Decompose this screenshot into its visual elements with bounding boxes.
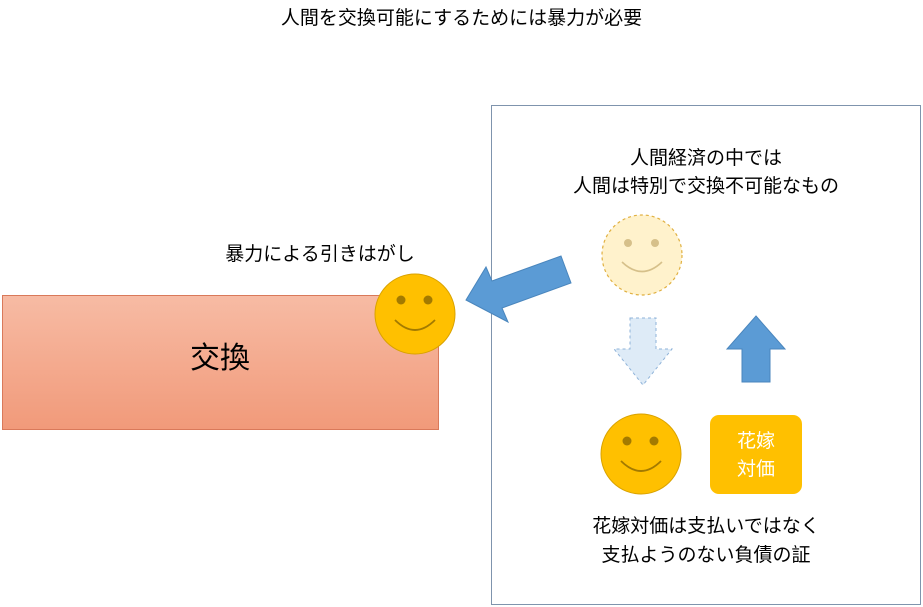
exchange-box: [2, 295, 439, 430]
panel-top-text: 人間経済の中では 人間は特別で交換不可能なもの: [491, 144, 921, 200]
bride-box-line-1: 花嫁: [736, 429, 775, 452]
exchange-label: 交換: [190, 341, 250, 376]
bride-box-line-2: 対価: [736, 457, 775, 480]
panel-top-line-1: 人間経済の中では: [629, 147, 782, 169]
panel-bottom-line-2: 支払ようのない負債の証: [601, 544, 811, 566]
up-arrow-icon: [725, 315, 787, 383]
violence-label: 暴力による引きはがし: [225, 243, 415, 265]
page-title: 人間を交換可能にするためには暴力が必要: [280, 7, 643, 29]
panel-bottom-line-1: 花嫁対価は支払いではなく: [592, 515, 820, 537]
smiley-face-icon: [600, 413, 682, 495]
panel-bottom-text: 花嫁対価は支払いではなく 支払ようのない負債の証: [491, 512, 921, 570]
bride-price-box: 花嫁 対価: [710, 415, 802, 494]
down-arrow-icon: [612, 317, 674, 386]
left-arrow-icon: [465, 255, 572, 324]
faded-smiley-face-icon: [601, 214, 683, 296]
panel-top-line-2: 人間は特別で交換不可能なもの: [572, 175, 839, 197]
human-economy-panel: [491, 105, 921, 605]
smiley-face-icon: [374, 273, 456, 355]
